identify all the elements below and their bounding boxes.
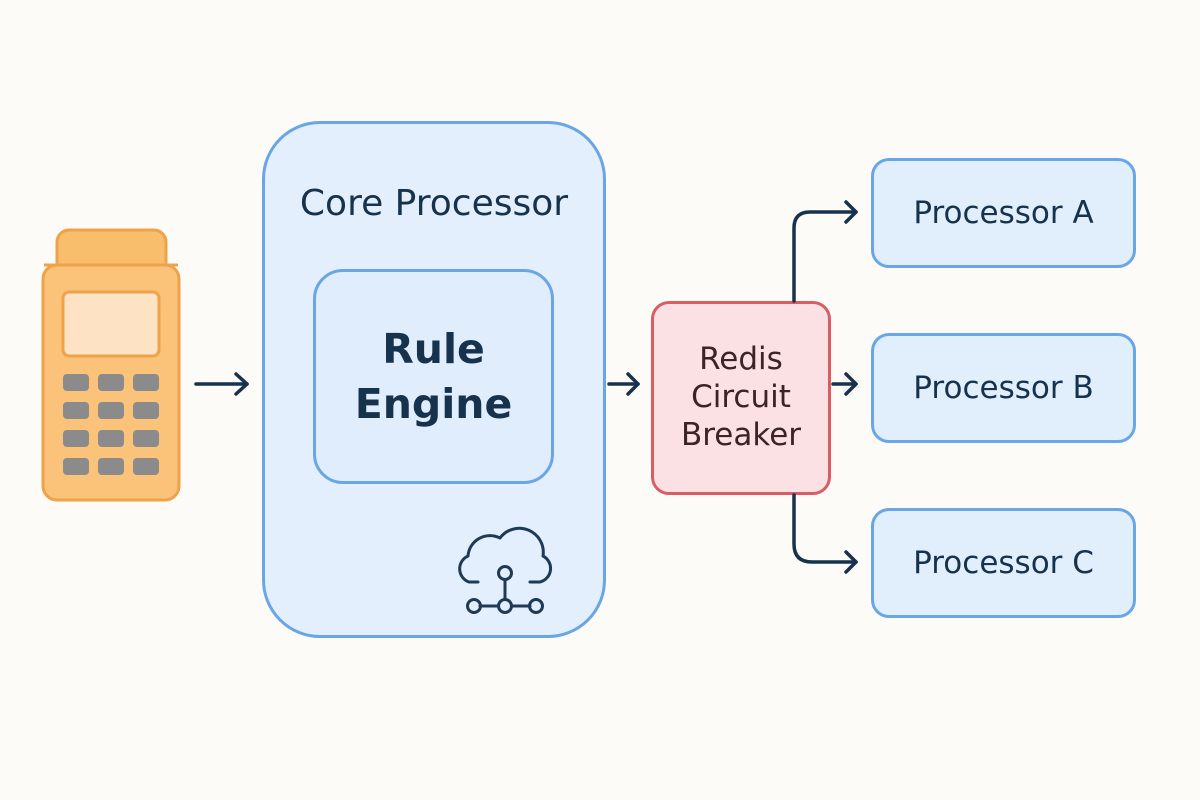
payment-terminal-icon [41,228,181,502]
arrow-breaker-to-processor-b [831,372,858,396]
arrow-terminal-to-core [194,372,249,396]
rule-engine-box: Rule Engine [313,269,554,484]
processor-a-box: Processor A [871,158,1136,268]
core-processor-title: Core Processor [299,182,569,224]
arrow-breaker-to-processor-c [792,493,858,574]
processor-b-box: Processor B [871,333,1136,443]
cloud-network-icon [458,526,553,614]
arrow-breaker-to-processor-a [792,200,858,303]
processor-c-box: Processor C [871,508,1136,618]
circuit-breaker-box: Redis Circuit Breaker [651,301,831,495]
arrow-core-to-breaker [607,372,640,396]
